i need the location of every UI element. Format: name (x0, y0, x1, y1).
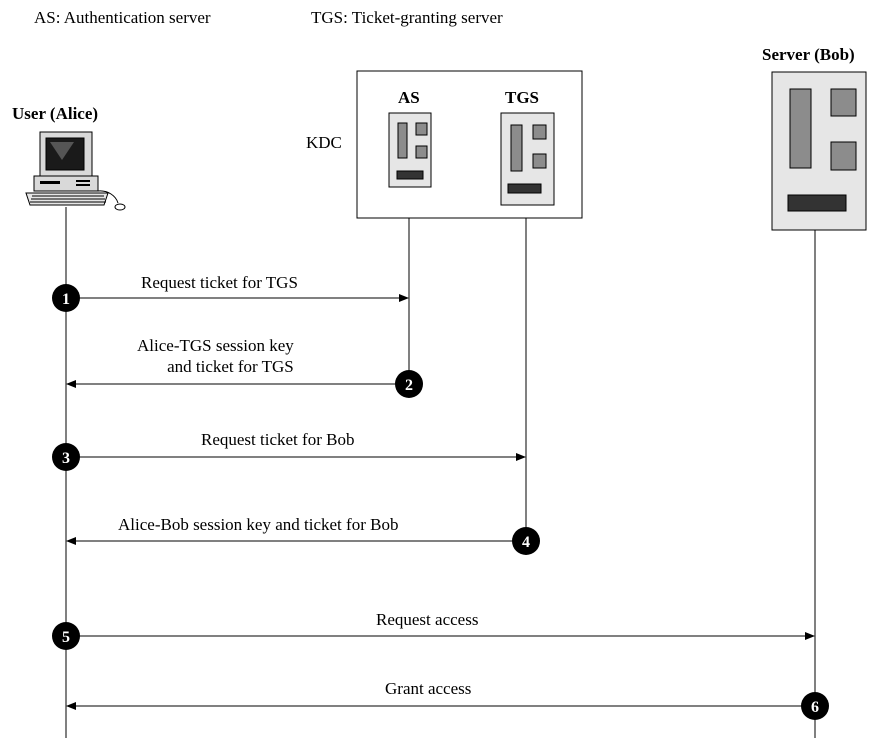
step-4-marker: 4 (512, 527, 540, 555)
step-6-marker: 6 (801, 692, 829, 720)
message-label-3: Request ticket for Bob (201, 430, 355, 449)
step-1-marker: 1 (52, 284, 80, 312)
step-6-number: 6 (811, 699, 819, 716)
tgs-label: TGS (505, 88, 540, 107)
user-label: User (Alice) (12, 104, 99, 123)
step-4-number: 4 (522, 534, 530, 551)
legend-as: AS: Authentication server (34, 8, 211, 27)
message-label-5: Request access (376, 610, 479, 629)
step-5-marker: 5 (52, 622, 80, 650)
message-label-6: Grant access (385, 679, 472, 698)
legend-tgs: TGS: Ticket-granting server (311, 8, 503, 27)
step-1-number: 1 (62, 291, 70, 308)
message-label-4: Alice-Bob session key and ticket for Bob (118, 515, 399, 534)
step-2-number: 2 (405, 377, 413, 394)
step-3-number: 3 (62, 450, 70, 467)
server-label: Server (Bob) (762, 45, 855, 64)
message-label-1: Request ticket for TGS (141, 273, 298, 292)
message-label-2: Alice-TGS session key and ticket for TGS (137, 336, 294, 376)
computer-icon (25, 131, 126, 211)
step-5-number: 5 (62, 629, 70, 646)
as-label: AS (398, 88, 420, 107)
bob-server-icon (771, 71, 867, 231)
as-server-icon (388, 112, 432, 188)
tgs-server-icon (500, 112, 555, 206)
kdc-label: KDC (306, 133, 342, 152)
step-2-marker: 2 (395, 370, 423, 398)
step-3-marker: 3 (52, 443, 80, 471)
